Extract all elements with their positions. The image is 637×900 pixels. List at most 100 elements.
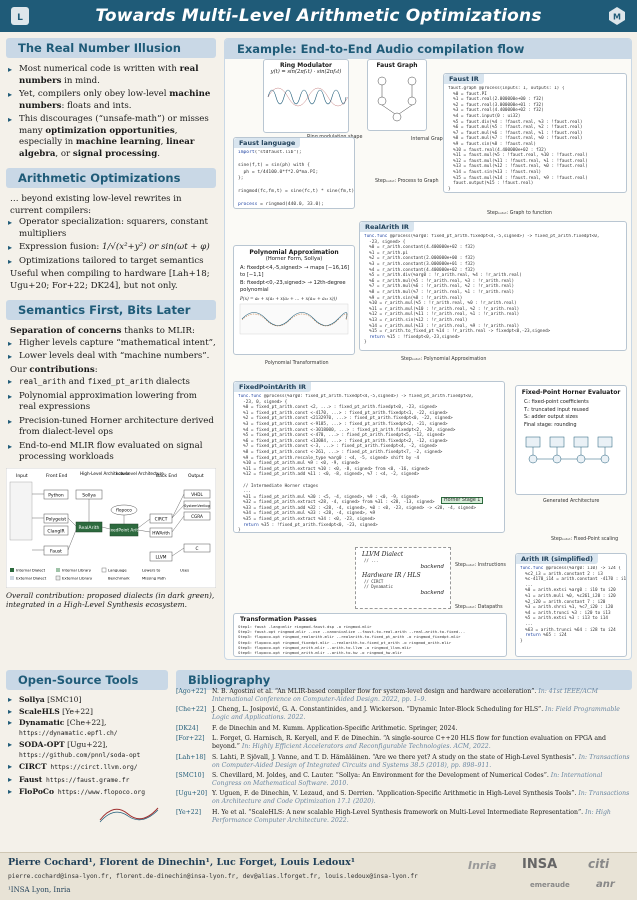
node-circt: CIRCT — [155, 516, 168, 522]
svg-text:M: M — [613, 13, 621, 22]
list-item: Higher levels capture “mathematical inte… — [6, 338, 216, 350]
anr-logo: anr — [596, 879, 615, 890]
bib-entry: [Lah+18]S. Lahti, P. Sjövall, J. Vanne, … — [176, 753, 630, 769]
ecosystem-diagram: Input Front End High-Level Architecture … — [6, 467, 216, 588]
legend-item: External Library — [62, 575, 93, 580]
legend-item: Uses — [180, 567, 189, 572]
list-item: Operator specialization: squarers, const… — [6, 217, 216, 240]
node-c: C — [196, 546, 199, 551]
real-number-list: Most numerical code is written with real… — [6, 64, 216, 160]
node-realarith: RealArith — [79, 525, 100, 531]
list-item: CIRCT https://circt.llvm.org/ — [6, 762, 168, 773]
arith-ir-box: Arith IR (simplified) func.func @process… — [515, 553, 627, 657]
faust-ir-code: faust.graph @process(inputs: 1, outputs:… — [448, 86, 588, 192]
tools-panel: Open-Source Tools Sollya [SMC10] ScaleHL… — [6, 670, 168, 823]
list-item: Most numerical code is written with real… — [6, 64, 216, 87]
list-item: Lower levels deal with “machine numbers”… — [6, 351, 216, 363]
lab-logo-icon: M — [609, 7, 625, 25]
bib-title: Bibliography — [176, 670, 632, 690]
insa-logo: INSA — [522, 857, 558, 872]
faust-graph-box: Faust Graph — [367, 59, 427, 131]
tools-list: Sollya [SMC10] ScaleHLS [Ye+22] Dynamati… — [6, 695, 168, 798]
list-item: Polynomial approximation lowering from r… — [6, 391, 216, 414]
col-input-label: Input — [16, 473, 28, 479]
list-item: Dynamatic [Che+22],https://dynamatic.epf… — [6, 718, 168, 738]
node-polygeist: Polygeist — [46, 516, 66, 522]
section-real-number-title: The Real Number Illusion — [6, 38, 216, 58]
col-lld-label: Low-Level Architecture — [116, 471, 164, 476]
list-item: Precision-tuned Horner architecture deri… — [6, 416, 216, 439]
node-python: Python — [48, 492, 64, 498]
bib-entry: [Ye+22]H. Ye et al. “ScaleHLS: A new sca… — [176, 808, 611, 824]
bib-entry: [Ugu+20]Y. Uguen, F. de Dinechin, V. Lez… — [176, 790, 630, 806]
semantics-list: Higher levels capture “mathematical inte… — [6, 338, 216, 363]
emeraude-logo: emeraude — [530, 881, 570, 889]
legend-item: External Dialect — [16, 575, 47, 580]
emails: pierre.cochard@insa-lyon.fr, florent.de-… — [8, 873, 418, 880]
example-panel: Example: End-to-End Audio compilation fl… — [224, 38, 632, 660]
col-front-label: Front End — [46, 473, 68, 479]
insa-logo-icon: L — [11, 7, 29, 25]
node-faust: Faust — [50, 548, 62, 554]
col-output-label: Output — [188, 473, 204, 479]
node-vhdl: VHDL — [191, 492, 203, 497]
legend-item: Missing Path — [142, 575, 166, 580]
bib-entry: [For+22]L. Forget, G. Harnisch, R. Kerye… — [176, 735, 606, 751]
bib-entry: [Che+22]J. Cheng, L. Josipović, G. A. Co… — [176, 706, 620, 722]
list-item: real_arith and fixed_pt_arith dialects — [6, 376, 216, 389]
backend-box: LLVM Dialect // ... backend Hardware IR … — [355, 547, 451, 609]
realarith-code: func.func @process(%arg0: fixed_pt_arith… — [364, 234, 600, 346]
list-item: Yet, compilers only obey low-level machi… — [6, 89, 216, 112]
passes-code: Step1: faust -lang=mlir ringmod-faust.ds… — [238, 624, 466, 656]
semantics-p1: Separation of concerns thanks to MLIR: — [10, 326, 195, 336]
tools-title: Open-Source Tools — [6, 670, 168, 690]
arith-code: func.func @process(%arg0: i10) -> i24 { … — [520, 566, 626, 644]
list-item: This discourages (“unsafe-math”) or miss… — [6, 114, 216, 160]
fixedpoint-code: func.func @process(%arg0: fixed_pt_arith… — [238, 394, 476, 534]
node-flopoco: flopoco — [116, 507, 132, 513]
node-cgra: CGRA — [191, 514, 203, 519]
legend-item: Benchmark — [108, 575, 130, 580]
arith-opt-intro: … beyond existing low-level rewrites in … — [10, 194, 182, 216]
list-item: Faust https://faust.grame.fr — [6, 775, 168, 786]
semantics-p2: Our contributions: — [10, 364, 98, 375]
svg-text:L: L — [17, 13, 23, 23]
contributions-list: real_arith and fixed_pt_arith dialects P… — [6, 376, 216, 464]
list-item: FloPoCo https://www.flopoco.org — [6, 787, 168, 798]
poly-plot — [239, 303, 349, 335]
footer: Pierre Cochard¹, Florent de Dinechin¹, L… — [0, 852, 637, 900]
section-arith-opt-title: Arithmetic Optimizations — [6, 168, 216, 188]
list-item: Expression fusion: 1/√(x²+y²) or sin(ωt … — [6, 242, 216, 254]
poly-approx-box: Polynomial Approximation (Horner Form, S… — [233, 245, 355, 355]
arith-opt-outro: Useful when compiling to hardware [Lah+1… — [10, 269, 210, 291]
affiliation: ¹INSA Lyon, Inria — [8, 886, 71, 894]
section-semantics-title: Semantics First, Bits Later — [6, 300, 216, 320]
list-item: Sollya [SMC10] — [6, 695, 168, 705]
horner-items: Cᵢ: fixed-point coefficients Tᵢ: truncat… — [524, 399, 589, 428]
node-hwarith: HWArith — [152, 530, 170, 536]
inria-logo: Inria — [468, 859, 497, 872]
bib-entry: [DK24]F. de Dinechin and M. Kumm. Applic… — [176, 724, 458, 732]
node-sollya: Sollya — [82, 492, 96, 498]
faust-language-box: Faust language import("stdfaust.lib"); s… — [233, 137, 355, 209]
citi-logo: citi — [588, 857, 610, 871]
legend-item: Lowers to — [142, 567, 161, 572]
authors: Pierre Cochard¹, Florent de Dinechin¹, L… — [8, 857, 356, 868]
fixedpoint-ir-box: FixedPointArith IR func.func @process(%a… — [233, 381, 505, 533]
legend-item: Language — [108, 567, 127, 572]
bib-entry: [Ago+22]N. B. Agostini et al. “An MLIR-b… — [176, 688, 598, 703]
ring-modulator-box: Ring Modulator y(t) = sin(2πf₁t) · sin(2… — [263, 59, 349, 133]
arith-opt-list: Operator specialization: squarers, const… — [6, 217, 216, 267]
transformation-passes-box: Transformation Passes Step1: faust -lang… — [233, 613, 507, 657]
ring-wave-icon — [267, 87, 348, 107]
realarith-ir-box: RealArith IR func.func @process(%arg0: f… — [359, 221, 627, 351]
faust-code: import("stdfaust.lib"); sine(f,t) = sin(… — [238, 150, 354, 207]
flopoco-logo-icon — [99, 807, 159, 823]
node-llvm: LLVM — [156, 554, 167, 560]
example-title: Example: End-to-End Audio compilation fl… — [225, 39, 631, 59]
col-hld-label: High-Level Architecture — [80, 471, 130, 476]
bib-entry: [SMC10]S. Chevillard, M. Joldeş, and C. … — [176, 771, 603, 787]
poster-title: Towards Multi-Level Arithmetic Optimizat… — [95, 6, 542, 26]
left-column: The Real Number Illusion Most numerical … — [6, 38, 216, 610]
legend-item: Internal Dialect — [16, 567, 46, 572]
